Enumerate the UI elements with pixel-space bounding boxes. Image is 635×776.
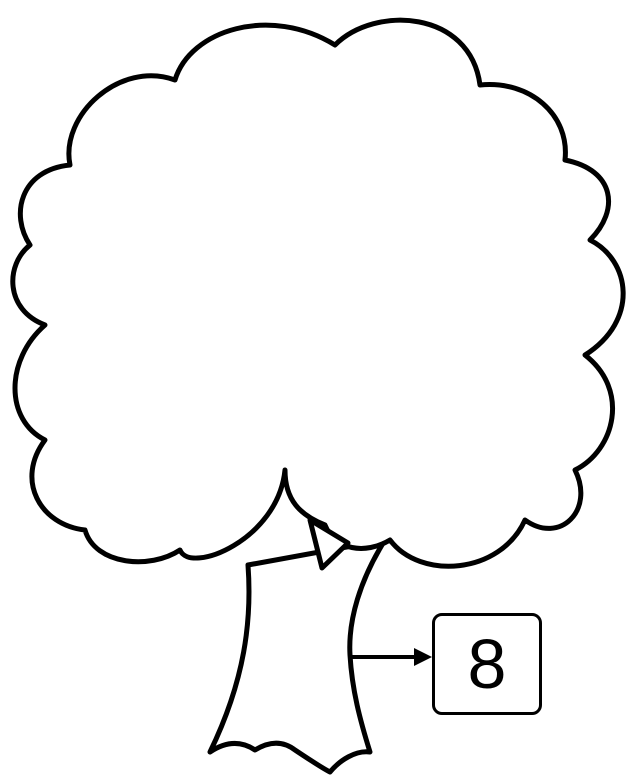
label-number: 8: [468, 629, 507, 699]
label-box: 8: [432, 613, 542, 715]
tree-canopy: [13, 20, 623, 566]
pointer-arrowhead: [414, 648, 432, 666]
